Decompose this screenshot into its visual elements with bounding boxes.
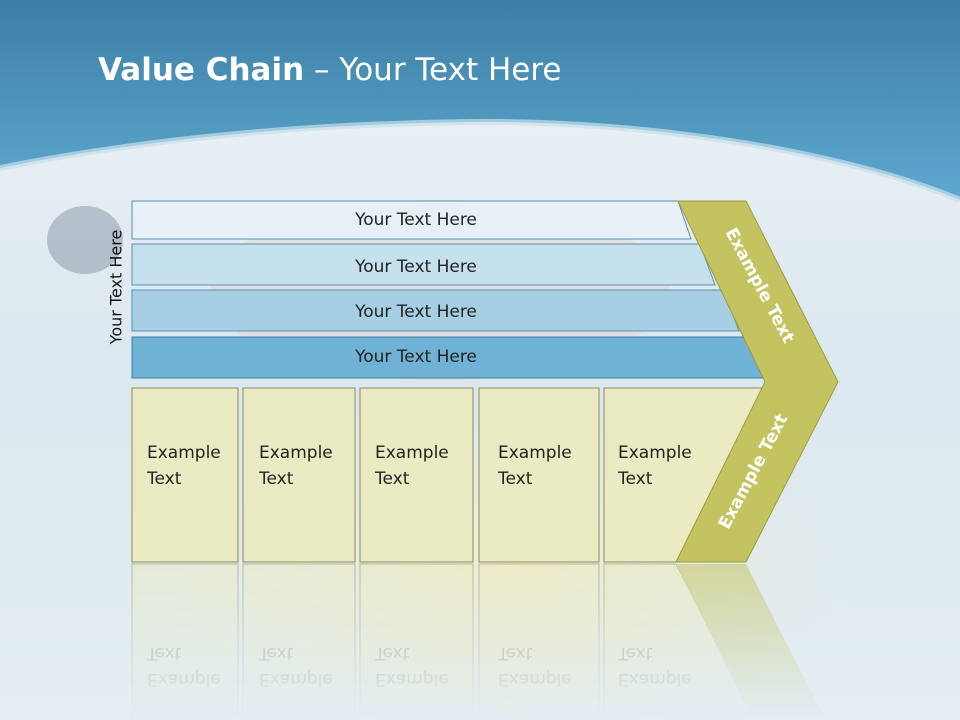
row-label-3: Your Text Here <box>354 302 477 322</box>
row-bar-1[interactable]: Your Text Here <box>131 200 692 240</box>
title-rest: – Your Text Here <box>304 52 562 88</box>
column-box-3[interactable]: Example Text <box>359 387 474 563</box>
svg-text:Example: Example <box>259 669 333 689</box>
svg-text:Example: Example <box>618 669 692 689</box>
column-2-line2: Text <box>258 469 294 489</box>
row-bar-4[interactable]: Your Text Here <box>131 336 764 379</box>
column-5-line1: Example <box>618 443 692 463</box>
column-box-2[interactable]: Example Text <box>242 387 356 563</box>
svg-text:Text: Text <box>617 643 653 663</box>
column-2-line1: Example <box>259 443 333 463</box>
row-label-4: Your Text Here <box>354 347 477 367</box>
svg-text:Text: Text <box>258 643 294 663</box>
title-bold: Value Chain <box>98 52 305 88</box>
svg-text:Text: Text <box>374 643 410 663</box>
reflection: Text Example Text Example Text Example T… <box>131 563 826 720</box>
svg-text:Text: Text <box>497 643 533 663</box>
row-label-2: Your Text Here <box>354 257 477 277</box>
column-box-4[interactable]: Example Text <box>478 387 600 563</box>
column-3-line1: Example <box>375 443 449 463</box>
svg-text:Text: Text <box>146 643 182 663</box>
row-bar-3[interactable]: Your Text Here <box>131 289 740 332</box>
column-3-line2: Text <box>374 469 410 489</box>
slide-title: Value Chain – Your Text Here <box>98 52 561 88</box>
column-box-1[interactable]: Example Text <box>131 387 239 563</box>
column-1-line2: Text <box>146 469 182 489</box>
row-label-1: Your Text Here <box>354 210 477 230</box>
svg-text:Example: Example <box>375 669 449 689</box>
column-4-line1: Example <box>498 443 572 463</box>
row-bar-2[interactable]: Your Text Here <box>131 243 716 286</box>
column-5-line2: Text <box>617 469 653 489</box>
column-box-5[interactable]: Example Text <box>603 387 766 563</box>
svg-text:Example: Example <box>147 669 221 689</box>
svg-text:Example: Example <box>498 669 572 689</box>
column-4-line2: Text <box>497 469 533 489</box>
column-1-line1: Example <box>147 443 221 463</box>
